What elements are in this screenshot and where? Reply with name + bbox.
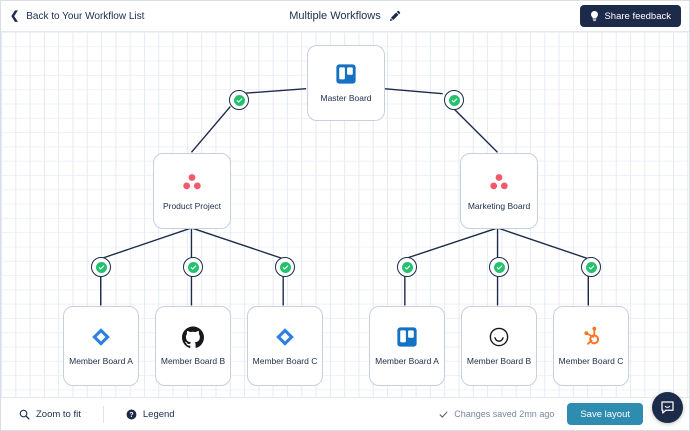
sync-status-badge-b3[interactable] (91, 257, 111, 277)
hubspot-icon (580, 326, 602, 348)
lightbulb-icon (591, 10, 599, 21)
board-node-master[interactable]: Master Board (307, 45, 385, 121)
sync-status-badge-b5[interactable] (275, 257, 295, 277)
sync-status-badge-b4[interactable] (183, 257, 203, 277)
sync-status-badge-b2[interactable] (444, 90, 464, 110)
magnifier-icon (19, 409, 30, 420)
edge-master-b2 (383, 87, 443, 95)
page-title: Multiple Workflows (289, 10, 381, 22)
back-to-workflow-list-link[interactable]: ❮ Back to Your Workflow List (10, 9, 145, 22)
trello-icon (396, 326, 418, 348)
check-icon (439, 411, 448, 418)
board-node-rc[interactable]: Member Board C (553, 306, 629, 386)
sync-status-badge-b8[interactable] (581, 257, 601, 277)
question-circle-icon: ? (126, 409, 137, 420)
check-circle-icon (401, 261, 413, 273)
edge-b2-marketing (451, 106, 499, 153)
divider (102, 405, 104, 423)
board-node-product[interactable]: Product Project (153, 153, 231, 229)
top-bar: ❮ Back to Your Workflow List Multiple Wo… (1, 1, 689, 32)
back-link-label: Back to Your Workflow List (26, 10, 145, 22)
sync-status-badge-b1[interactable] (229, 90, 249, 110)
check-circle-icon (448, 94, 460, 106)
bottom-bar-left: Zoom to fit ? Legend (19, 405, 175, 423)
check-circle-icon (233, 94, 245, 106)
changes-saved-label: Changes saved 2mn ago (454, 409, 555, 419)
board-node-label: Member Board B (466, 356, 532, 367)
zoom-to-fit-label: Zoom to fit (36, 408, 81, 420)
board-node-label: Marketing Board (467, 201, 531, 212)
board-node-la[interactable]: Member Board A (63, 306, 139, 386)
title-container: Multiple Workflows (1, 1, 689, 31)
zoom-to-fit-button[interactable]: Zoom to fit (19, 409, 81, 420)
board-node-label: Product Project (162, 201, 222, 212)
chevron-left-icon: ❮ (10, 9, 20, 22)
github-icon (182, 326, 204, 349)
board-node-label: Member Board A (69, 356, 133, 367)
sync-status-badge-b6[interactable] (397, 257, 417, 277)
board-node-label: Member Board B (160, 356, 226, 367)
asana-icon (488, 171, 510, 193)
check-circle-icon (187, 261, 199, 273)
bottom-bar-right: Changes saved 2mn ago Save layout (439, 403, 643, 425)
edge-layer (100, 87, 589, 306)
sync-status-badge-b7[interactable] (489, 257, 509, 277)
basecamp-icon (488, 326, 510, 348)
check-circle-icon (493, 261, 505, 273)
check-circle-icon (95, 261, 107, 273)
board-node-label: Member Board C (252, 356, 318, 367)
asana-icon (181, 171, 203, 193)
chat-bubble-icon (661, 401, 674, 414)
board-node-label: Member Board C (558, 356, 624, 367)
azure-devops-icon (90, 326, 112, 348)
board-node-ra[interactable]: Member Board A (369, 306, 445, 386)
board-node-label: Master Board (320, 93, 372, 104)
legend-label: Legend (142, 408, 175, 420)
check-circle-icon (585, 261, 597, 273)
pencil-icon[interactable] (389, 10, 401, 22)
legend-button[interactable]: ? Legend (126, 409, 175, 420)
board-node-lb[interactable]: Member Board B (155, 306, 231, 386)
board-node-marketing[interactable]: Marketing Board (460, 153, 538, 229)
changes-saved-status: Changes saved 2mn ago (439, 409, 554, 419)
edge-master-b1 (238, 87, 307, 95)
edge-b1-product (190, 106, 231, 153)
edge-product-b5 (191, 227, 284, 260)
share-feedback-button[interactable]: Share feedback (580, 5, 681, 27)
chat-widget-button[interactable] (652, 392, 683, 423)
board-node-label: Member Board A (375, 356, 439, 367)
edge-marketing-b6 (404, 227, 498, 260)
edge-product-b3 (100, 227, 192, 260)
check-circle-icon (279, 261, 291, 273)
share-feedback-label: Share feedback (604, 10, 671, 22)
board-node-rb[interactable]: Member Board B (461, 306, 537, 386)
svg-text:?: ? (129, 411, 133, 418)
azure-devops-icon (274, 326, 296, 348)
bottom-bar: Zoom to fit ? Legend Changes saved 2mn a… (1, 392, 689, 430)
trello-icon (335, 63, 357, 85)
edge-marketing-b8 (497, 227, 589, 260)
save-layout-button[interactable]: Save layout (567, 403, 643, 425)
board-node-lc[interactable]: Member Board C (247, 306, 323, 386)
